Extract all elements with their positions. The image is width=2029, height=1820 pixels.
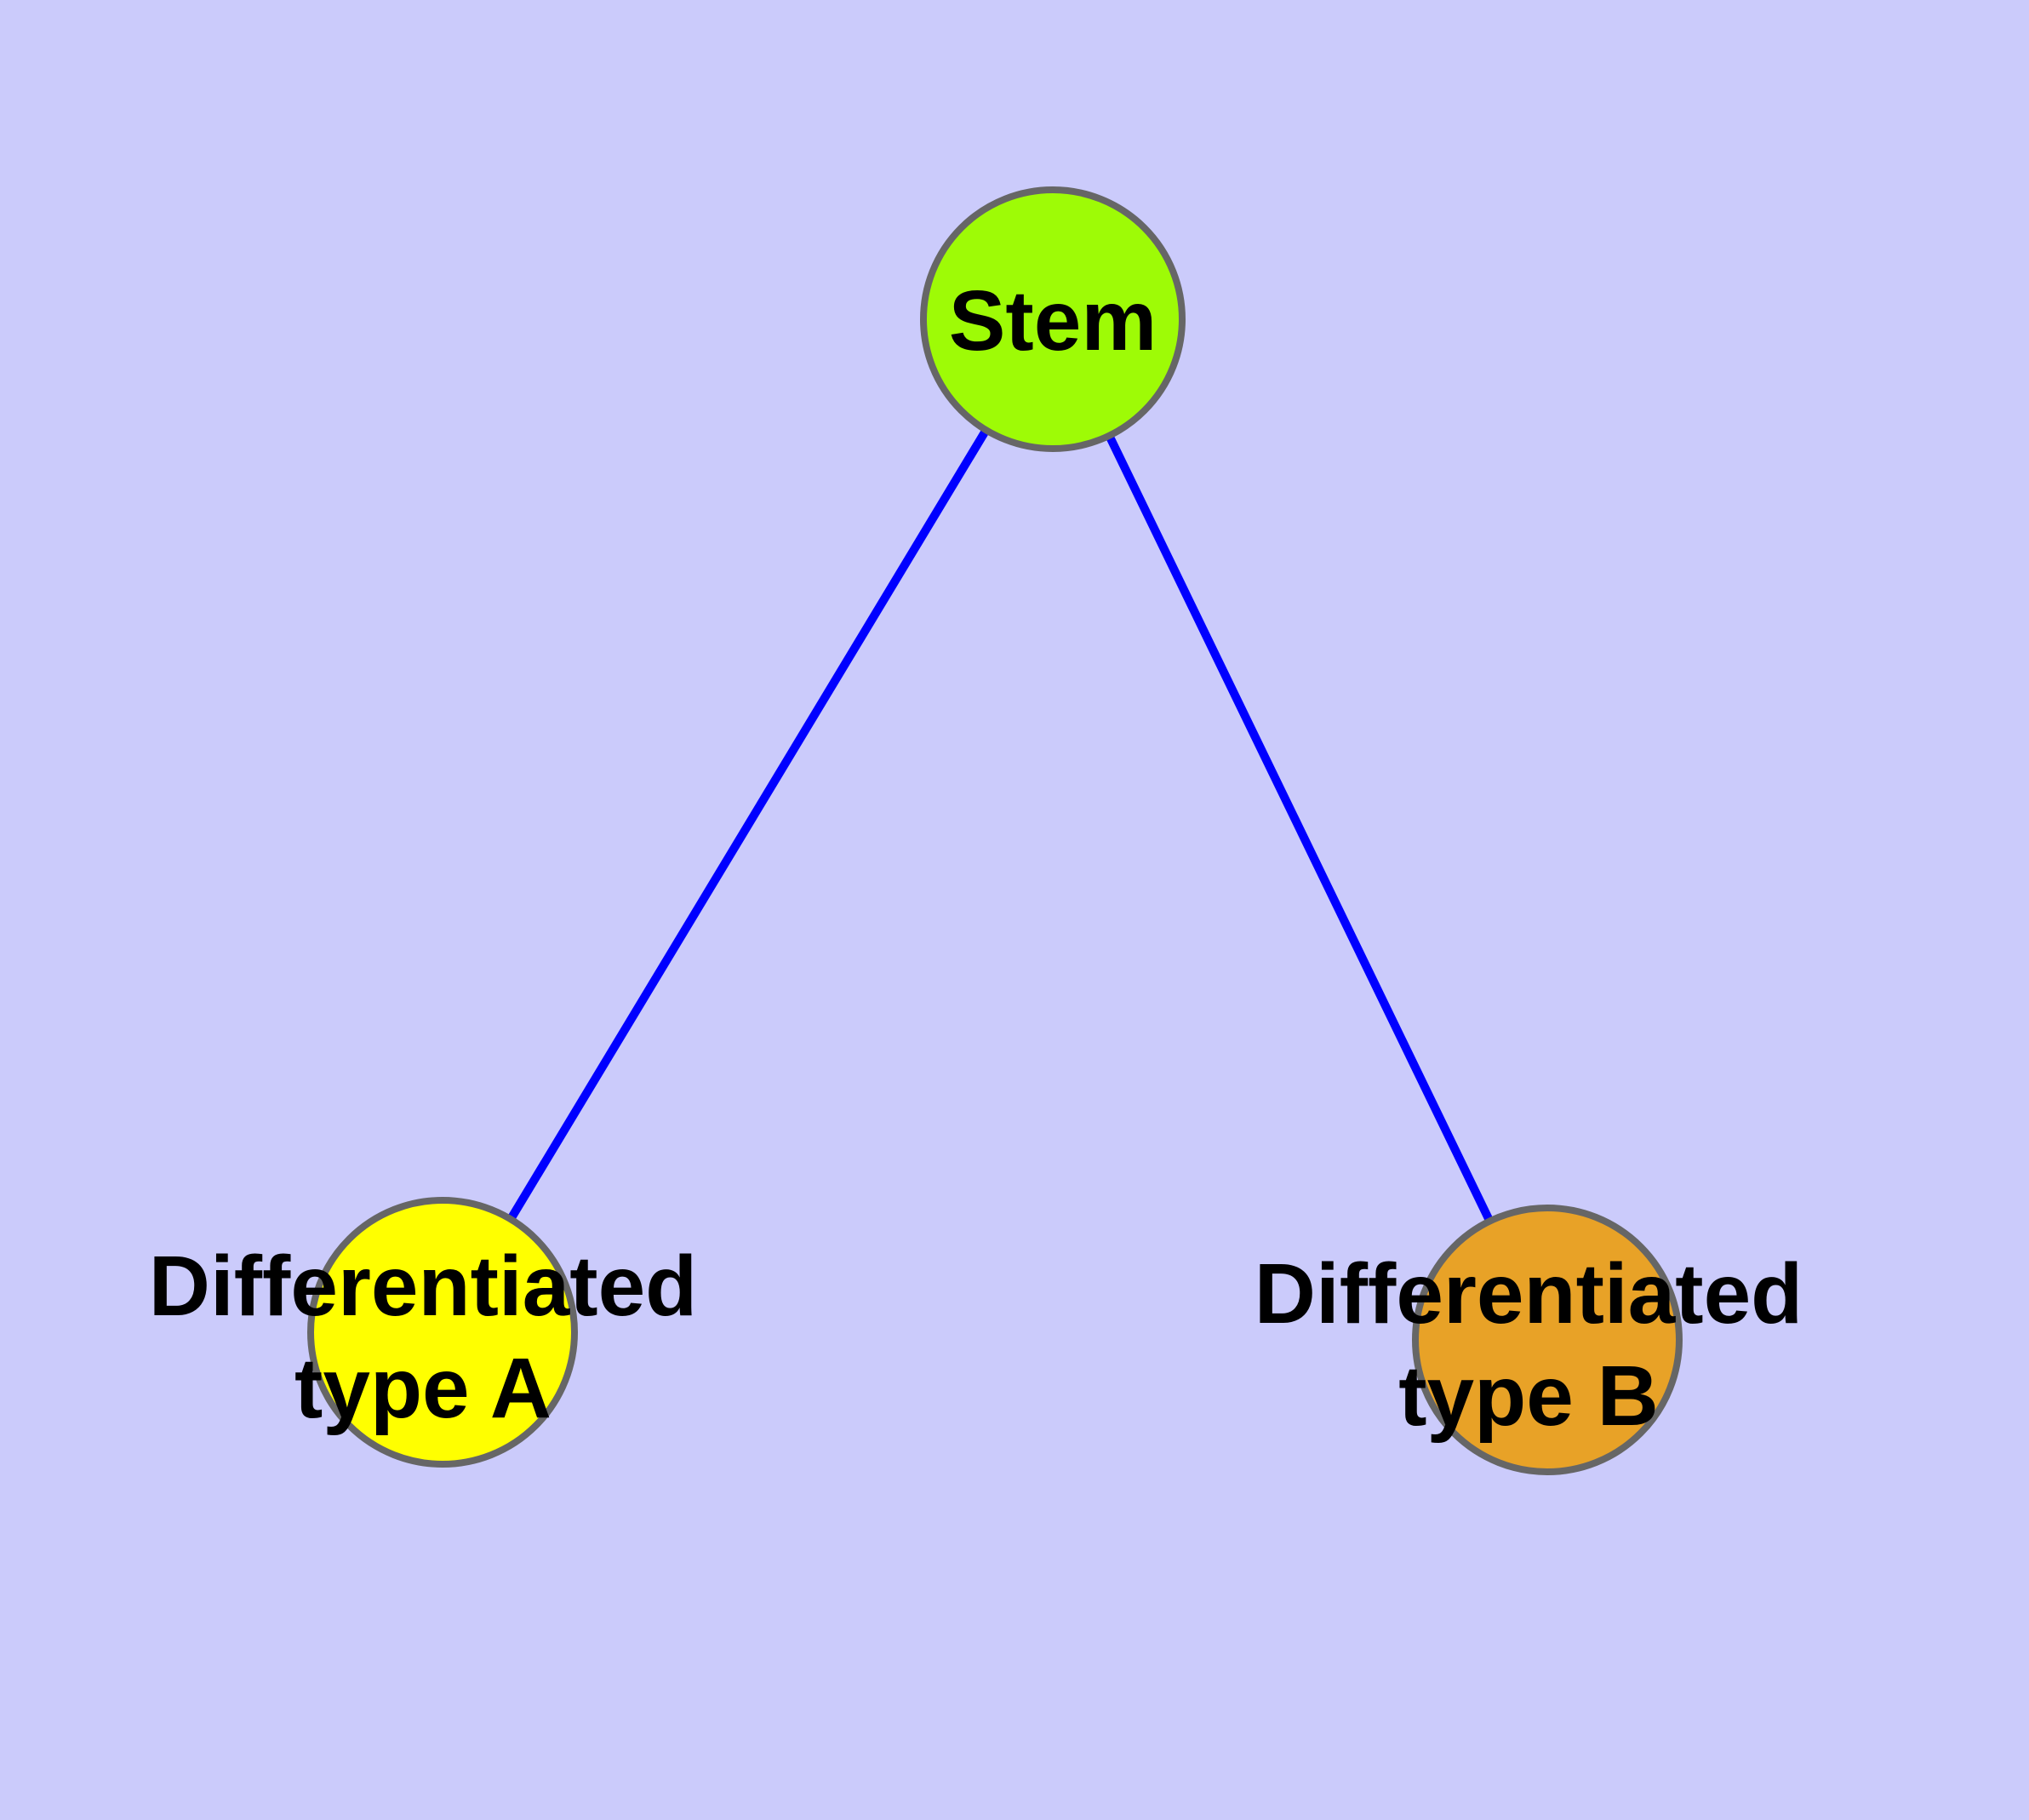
node-stem-circle[interactable] <box>920 186 1186 452</box>
node-differentiated-type-b-label-line2: type B <box>1398 1348 1659 1444</box>
edge-layer <box>438 317 1552 1342</box>
node-differentiated-type-b-circle[interactable] <box>1412 1205 1683 1475</box>
node-differentiated-type-b-label-line1: Differentiated <box>1255 1246 1803 1342</box>
node-differentiated-type-a-circle[interactable] <box>307 1197 578 1468</box>
node-stem-label: Stem <box>949 273 1157 369</box>
node-differentiated-type-a-label-line1: Differentiated <box>149 1239 698 1334</box>
label-layer: Stem Differentiated type A Differentiate… <box>149 273 1803 1444</box>
node-layer <box>307 186 1683 1475</box>
node-differentiated-type-a-label-line2: type A <box>294 1341 552 1436</box>
edge-stem-to-differentiated-type-b[interactable] <box>1049 317 1552 1342</box>
edge-stem-to-differentiated-type-a[interactable] <box>438 317 1057 1335</box>
